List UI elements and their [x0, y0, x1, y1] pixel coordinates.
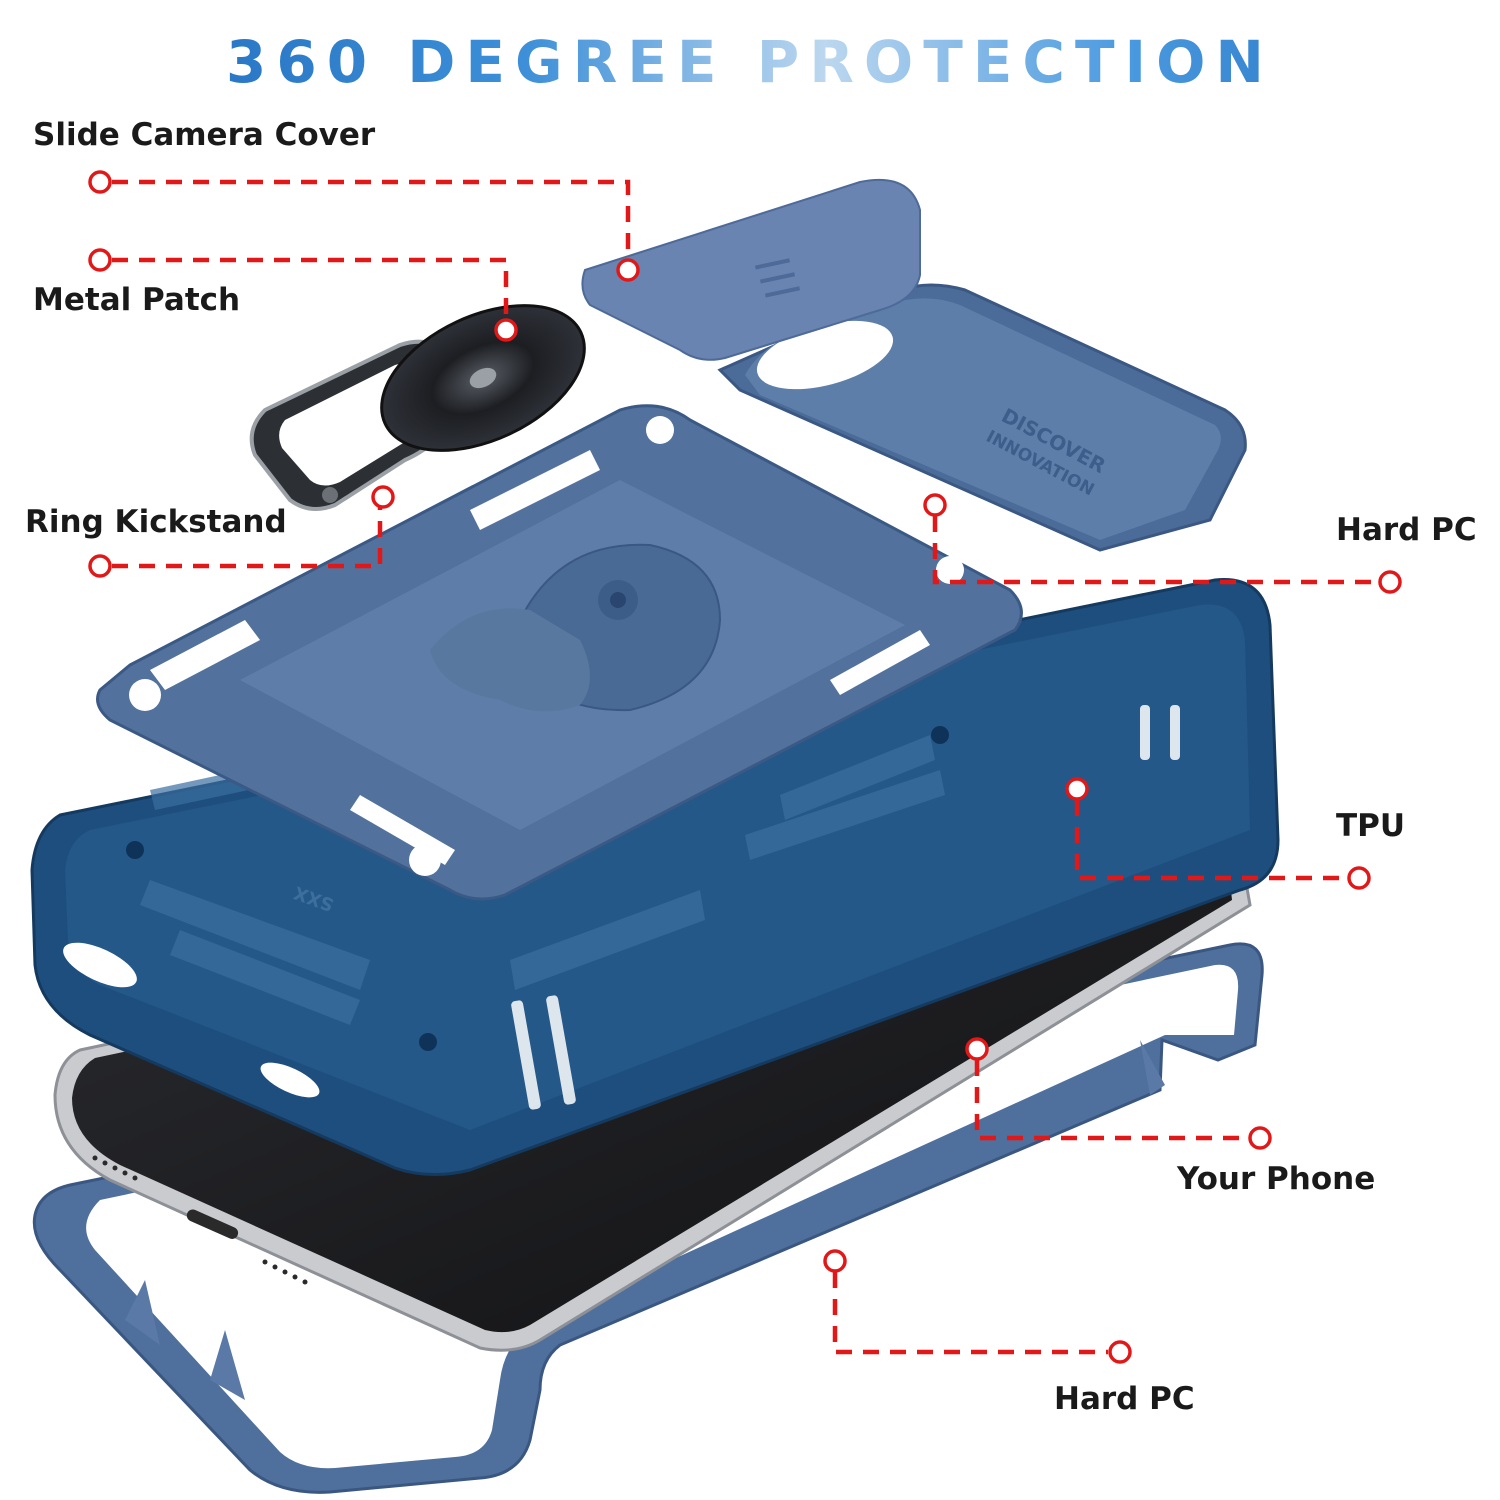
- callout-lines: [112, 179, 1378, 1355]
- label-slide-camera-cover: Slide Camera Cover: [33, 117, 376, 153]
- page-title: 360 DEGREE PROTECTION: [0, 28, 1500, 96]
- top-hard-pc-frame: [96, 404, 1023, 901]
- metal-patch: [380, 304, 586, 452]
- label-hard-pc-top: Hard PC: [1336, 512, 1477, 548]
- label-your-phone: Your Phone: [1177, 1161, 1376, 1197]
- label-ring-kickstand: Ring Kickstand: [25, 504, 287, 540]
- callout-dots: [88, 170, 1402, 1364]
- label-tpu: TPU: [1336, 808, 1406, 844]
- slide-camera-cover: [581, 178, 921, 361]
- camera-hard-pc: DISCOVER INNOVATION: [717, 283, 1247, 552]
- label-hard-pc-bottom: Hard PC: [1054, 1381, 1195, 1417]
- label-metal-patch: Metal Patch: [33, 282, 241, 318]
